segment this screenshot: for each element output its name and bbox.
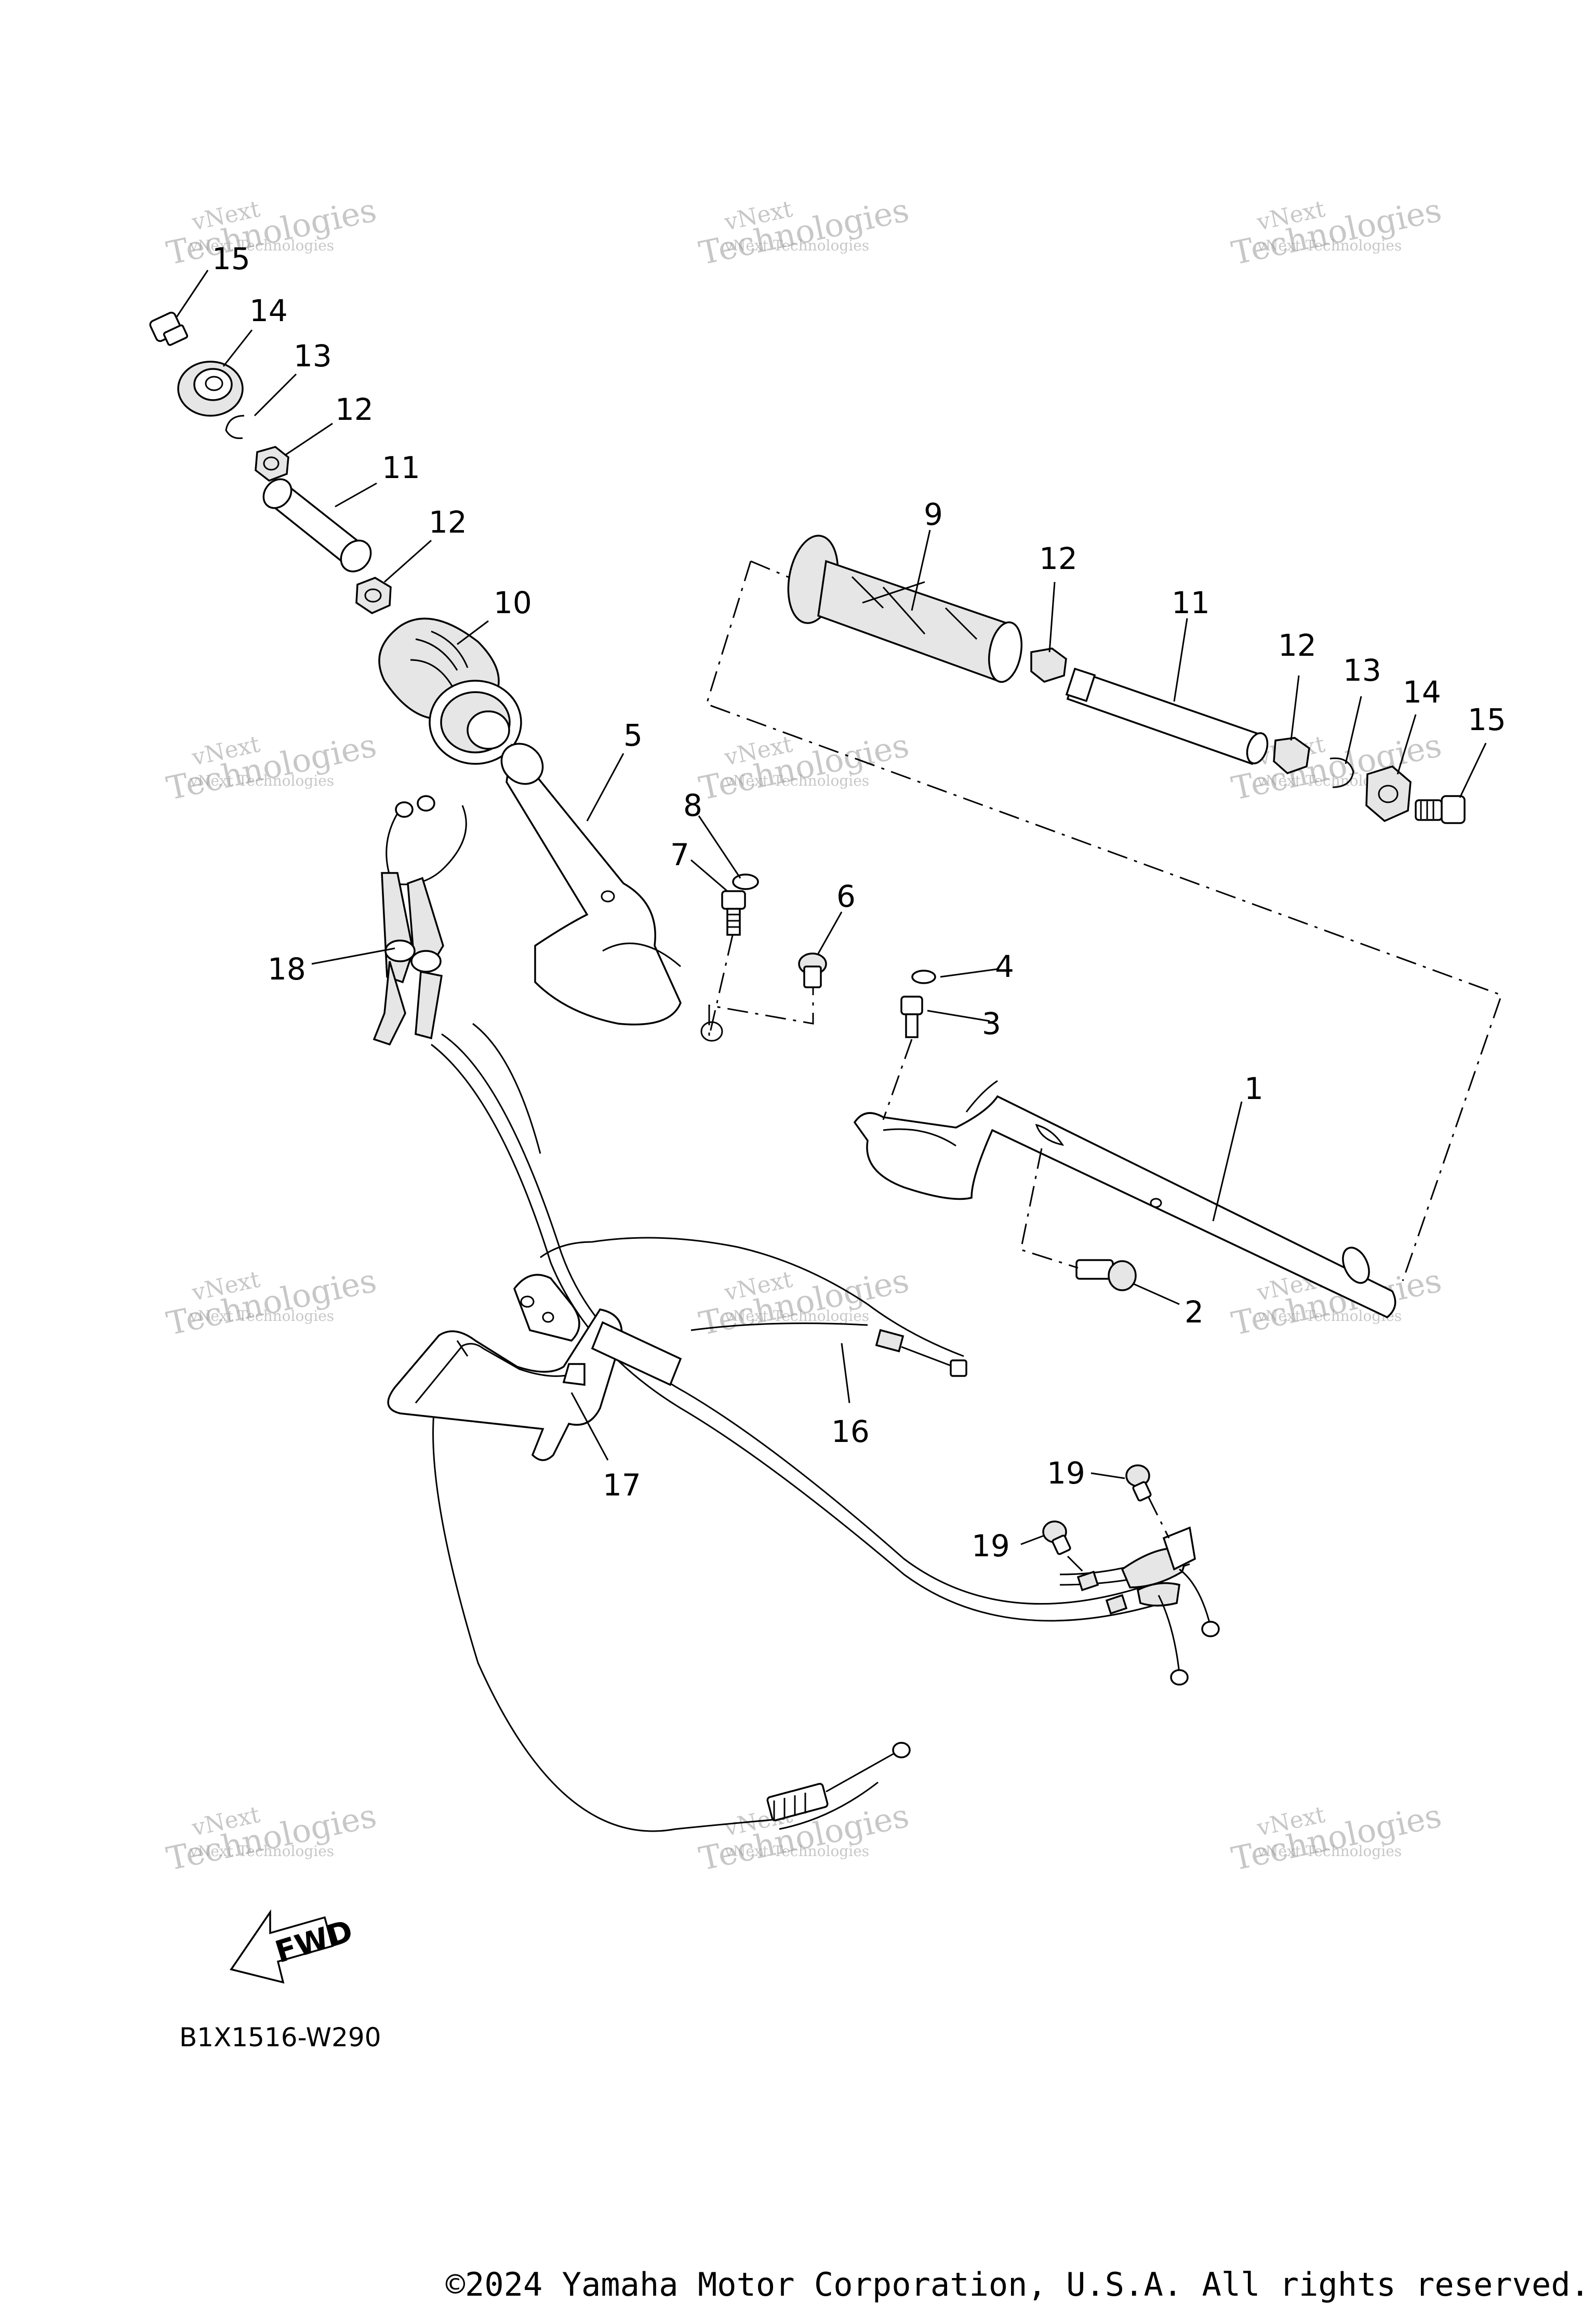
- callout-18: 18: [268, 951, 306, 987]
- callout-12-right-a: 12: [1039, 541, 1078, 576]
- callout-19-a: 19: [1047, 1455, 1085, 1491]
- callout-1: 1: [1244, 1071, 1264, 1106]
- callouts: 1 2 3 4 5 6 7 8 9 10 11 12 12 11 12 12 1…: [212, 241, 1506, 1564]
- watermark-small: vNext Technologies: [189, 772, 334, 789]
- nut-12-right-b: [1273, 737, 1310, 774]
- watermark: vNext Technologies: [163, 191, 380, 272]
- svg-text:Technologies: Technologies: [163, 191, 380, 272]
- bracket-17: [387, 1274, 682, 1461]
- svg-text:Technologies: Technologies: [696, 726, 912, 807]
- callout-14-right: 14: [1403, 674, 1441, 710]
- callout-10: 10: [494, 585, 532, 620]
- alignment-line-2: [1020, 1148, 1079, 1269]
- washer-8: [732, 873, 759, 890]
- nut-12-left-b: [355, 577, 392, 614]
- callout-6: 6: [836, 879, 856, 914]
- bolt-15-right: [1415, 795, 1466, 824]
- watermarks: vNext Technologies vNext Technologies vN…: [163, 191, 1445, 1878]
- watermark: vNext Technologies: [1228, 1796, 1445, 1878]
- callout-16: 16: [831, 1414, 870, 1449]
- callout-12-left-b: 12: [429, 505, 467, 540]
- throttle-grip-10: [378, 617, 522, 765]
- watermark-small: vNext Technologies: [189, 1307, 334, 1325]
- alignment-line-5: [708, 935, 814, 1037]
- tube-11-left: [262, 478, 372, 573]
- throttle-cables: [373, 795, 1220, 1832]
- callout-13-left: 13: [294, 338, 332, 374]
- copyright-notice: ©2024 Yamaha Motor Corporation, U.S.A. A…: [446, 2266, 1590, 2303]
- callout-4: 4: [995, 949, 1014, 984]
- alignment-line-3: [882, 1039, 913, 1120]
- diagram-code: B1X1516-W290: [179, 2022, 381, 2053]
- watermark: vNext Technologies: [163, 726, 380, 807]
- svg-text:Technologies: Technologies: [696, 191, 912, 272]
- watermark-small: vNext Technologies: [189, 1843, 334, 1860]
- svg-text:Technologies: Technologies: [163, 1796, 380, 1878]
- watermark: vNext Technologies: [163, 1796, 380, 1878]
- svg-text:Technologies: Technologies: [1228, 191, 1445, 272]
- nut-12-right-a: [1030, 647, 1067, 683]
- cable-18-loop: [385, 805, 467, 885]
- watermark: vNext Technologies: [696, 191, 912, 272]
- callout-2: 2: [1185, 1294, 1204, 1330]
- bolt-3: [900, 996, 923, 1038]
- svg-text:Technologies: Technologies: [1228, 1796, 1445, 1878]
- fitting-19-b: [1042, 1520, 1071, 1555]
- cable-right-connector: [1076, 1526, 1220, 1686]
- callout-11-right: 11: [1172, 585, 1210, 620]
- watermark-small: vNext Technologies: [1257, 237, 1402, 254]
- callout-3: 3: [982, 1006, 1001, 1041]
- alignment-line-19b: [1067, 1555, 1087, 1575]
- callout-15-right: 15: [1468, 702, 1506, 737]
- callout-7: 7: [670, 837, 689, 872]
- watermark: vNext Technologies: [696, 1261, 912, 1343]
- bolt-7: [721, 890, 746, 936]
- callout-8: 8: [683, 788, 702, 823]
- nut-12-left-a: [255, 446, 289, 482]
- end-weight-14-right: [1365, 765, 1412, 823]
- watermark-small: vNext Technologies: [724, 772, 869, 789]
- end-weight-14-left: [177, 361, 244, 417]
- fitting-19-a: [1125, 1464, 1152, 1502]
- watermark-small: vNext Technologies: [724, 1843, 869, 1860]
- leader-lines: [176, 270, 1487, 1545]
- handlebar-5: [500, 743, 723, 1042]
- callout-9: 9: [924, 497, 943, 532]
- watermark: vNext Technologies: [696, 726, 912, 807]
- callout-11-left: 11: [382, 450, 420, 485]
- svg-text:Technologies: Technologies: [163, 1261, 380, 1343]
- washer-4: [911, 970, 936, 984]
- alignment-line-19a: [1147, 1496, 1170, 1539]
- grip-9: [787, 535, 1022, 683]
- tube-11-right: [1065, 667, 1269, 765]
- callout-15-left: 15: [212, 241, 250, 276]
- callout-5: 5: [623, 718, 643, 753]
- callout-14-left: 14: [249, 293, 288, 328]
- bolt-15-left: [149, 311, 189, 346]
- callout-12-right-b: 12: [1278, 628, 1316, 663]
- screw-2: [1075, 1259, 1137, 1291]
- handlebar-1: [853, 1080, 1396, 1319]
- screw-6: [798, 952, 827, 988]
- watermark-small: vNext Technologies: [1257, 1843, 1402, 1860]
- left-grip-assembly: [149, 311, 522, 765]
- clip-13-right: [1329, 757, 1354, 788]
- cable-lower-end: [766, 1742, 911, 1821]
- fwd-arrow-icon: FWD: [230, 1909, 357, 1984]
- watermark-small: vNext Technologies: [189, 237, 334, 254]
- watermark: vNext Technologies: [163, 1261, 380, 1343]
- watermark-small: vNext Technologies: [724, 237, 869, 254]
- cable-16-end: [875, 1329, 967, 1377]
- callout-12-left-a: 12: [335, 392, 374, 427]
- watermark: vNext Technologies: [1228, 191, 1445, 272]
- callout-17: 17: [603, 1467, 641, 1503]
- callout-13-right: 13: [1343, 653, 1381, 688]
- clip-13-left: [225, 415, 245, 439]
- svg-text:Technologies: Technologies: [163, 726, 380, 807]
- callout-19-b: 19: [972, 1528, 1010, 1564]
- watermark-small: vNext Technologies: [724, 1307, 869, 1325]
